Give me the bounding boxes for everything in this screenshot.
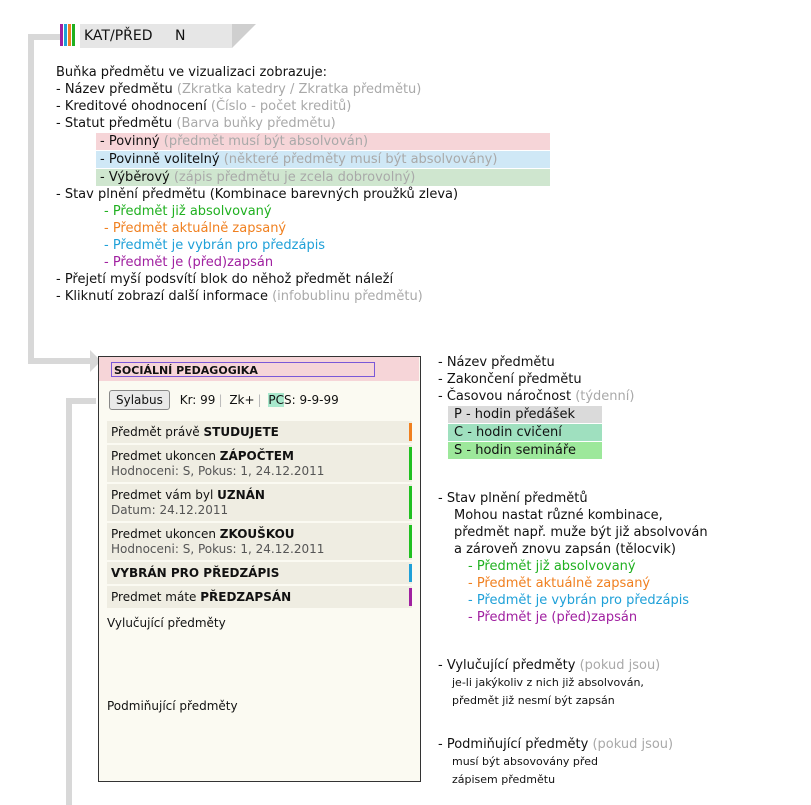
state-bar	[409, 564, 412, 582]
status-elective: - Výběrový (zápis předmětu je zcela dobr…	[56, 169, 550, 186]
tag-lectures: P - hodin předášek	[448, 406, 602, 423]
connector-line	[28, 34, 34, 364]
subject-cell[interactable]: SOCIÁLNÍ PEDAGOGIKA Sylabus Kr: 99| Zk+|…	[98, 356, 421, 782]
completion-value: Zk+	[229, 393, 255, 407]
state-row-credit: Predmet ukoncen ZÁPOČTEM Hodnoceni: S, P…	[107, 445, 412, 482]
legend-intro: Buňka předmětu ve vizualizaci zobrazuje:	[56, 65, 327, 80]
status-mandatory: - Povinný (předmět musí být absolvován)	[56, 133, 550, 150]
pcs-value: PCS: 9-9-99	[268, 393, 339, 407]
legend-state-title: - Stav plnění předmětu (Kombinace barevn…	[56, 187, 459, 202]
connector-line	[66, 398, 96, 404]
status-optional-mandatory: - Povinně volitelný (některé předměty mu…	[56, 151, 550, 168]
annotation-excluding: - Vylučující předměty (pokud jsou) je-li…	[438, 658, 661, 707]
header-tab-corner	[232, 24, 256, 48]
connector-line	[28, 358, 98, 364]
connector-line	[66, 398, 72, 805]
legend-item: - Kreditové ohodnocení (Číslo - počet kr…	[56, 99, 352, 114]
subject-toolbar: Sylabus Kr: 99| Zk+| PCS: 9-9-99	[109, 390, 339, 410]
header-letter: N	[174, 28, 186, 44]
tag-exercises: C - hodin cvičení	[448, 424, 602, 441]
annotation-states: - Stav plnění předmětů Mohou nastat různ…	[438, 491, 708, 625]
state-row-selected: VYBRÁN PRO PŘEDZÁPIS	[107, 562, 412, 584]
state-row-recognized: Predmet vám byl UZNÁN Datum: 24.12.2011	[107, 484, 412, 521]
header-bar: KAT/PŘED N	[60, 22, 256, 50]
state-selected: - Předmět je vybrán pro předzápis	[104, 238, 326, 253]
subject-title: SOCIÁLNÍ PEDAGOGIKA	[111, 362, 375, 377]
state-preenrolled: - Předmět je (před)zapsán	[104, 255, 274, 270]
stripe-blue	[64, 24, 67, 46]
state-row-studying: Předmět právě STUDUJETE	[107, 421, 412, 443]
credits-value: Kr: 99	[179, 393, 216, 407]
annotation-requiring: - Podmiňující předměty (pokud jsou) musí…	[438, 737, 674, 786]
legend-click: - Kliknutí zobrazí další informace (info…	[56, 289, 423, 304]
tag-seminars: S - hodin semináře	[448, 442, 602, 459]
state-bar	[409, 588, 412, 606]
header-title: KAT/PŘED N	[80, 24, 232, 48]
excluding-subjects-label: Vylučující předměty	[107, 616, 226, 630]
state-row-preenrolled: Predmet máte PŘEDZAPSÁN	[107, 586, 412, 608]
requiring-subjects-label: Podmiňující předměty	[107, 699, 238, 713]
legend-item: - Název předmětu (Zkratka katedry / Zkra…	[56, 82, 422, 97]
state-row-exam: Predmet ukoncen ZKOUŠKOU Hodnoceni: S, P…	[107, 523, 412, 560]
state-bar	[409, 423, 412, 441]
state-bar	[409, 486, 412, 519]
annotation-header: - Název předmětu - Zakončení předmětu - …	[438, 355, 635, 459]
state-enrolled: - Předmět aktuálně zapsaný	[104, 221, 287, 236]
stripe-green	[72, 24, 75, 46]
legend-item: - Statut předmětu (Barva buňky předmětu)	[56, 116, 336, 131]
stripe-orange	[68, 24, 71, 46]
state-bar	[409, 447, 412, 480]
legend-hover: - Přejetí myší podsvítí blok do něhož př…	[56, 272, 394, 287]
connector-arrow	[90, 350, 101, 372]
legend: Buňka předmětu ve vizualizaci zobrazuje:…	[56, 64, 550, 305]
state-passed: - Předmět již absolvovaný	[104, 204, 272, 219]
connector-line	[28, 34, 62, 40]
stripe-purple	[60, 24, 63, 46]
subject-title-bar: SOCIÁLNÍ PEDAGOGIKA	[99, 357, 419, 381]
state-bar	[409, 525, 412, 558]
syllabus-button[interactable]: Sylabus	[109, 390, 170, 410]
